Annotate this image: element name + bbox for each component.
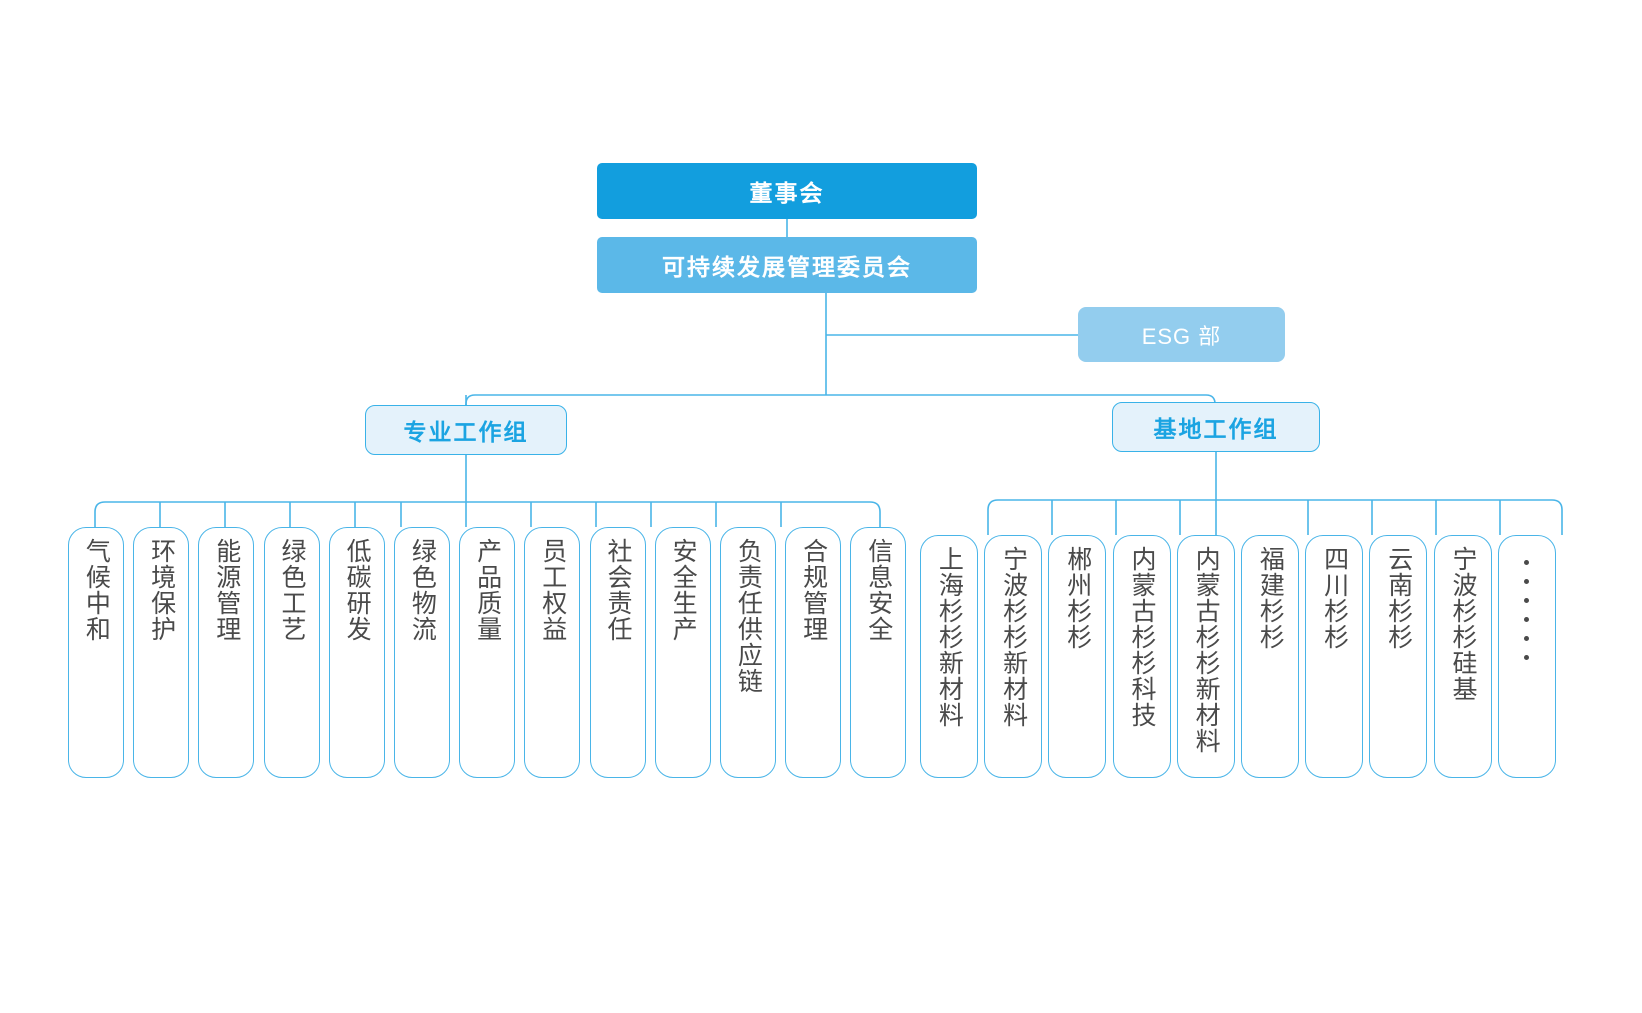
leaf-node-label: 郴州杉杉 (1063, 546, 1092, 650)
leaf-node-professional-1[interactable]: 环境保护 (133, 527, 190, 778)
esg-department-label: ESG 部 (1141, 323, 1222, 349)
leaf-node-professional-3[interactable]: 绿色工艺 (263, 527, 320, 778)
sustainability-committee-label: 可持续发展管理委员会 (662, 254, 912, 280)
leaf-node-base-7[interactable]: 云南杉杉 (1369, 535, 1428, 778)
esg-department-box[interactable]: ESG 部 (1078, 307, 1285, 362)
group-head-professional-label: 专业工作组 (403, 419, 529, 445)
leaf-node-base-0[interactable]: 上海杉杉新材料 (920, 535, 978, 778)
leaf-node-label: 低碳研发 (343, 538, 372, 642)
leaf-node-label: 福建杉杉 (1256, 546, 1285, 650)
leaf-node-label: 宁波杉杉新材料 (999, 546, 1028, 728)
leaf-node-label: 气候中和 (82, 538, 111, 642)
leaf-node-base-3[interactable]: 内蒙古杉杉科技 (1112, 535, 1171, 778)
leaf-node-label: 四川杉杉 (1320, 546, 1349, 650)
leaf-node-professional-10[interactable]: 负责任供应链 (720, 527, 776, 778)
leaf-node-professional-11[interactable]: 合规管理 (785, 527, 842, 778)
leaf-node-professional-6[interactable]: 产品质量 (459, 527, 516, 778)
vertical-ellipsis-icon (1523, 560, 1530, 660)
leaf-node-professional-12[interactable]: 信息安全 (850, 527, 907, 778)
sustainability-committee-box[interactable]: 可持续发展管理委员会 (597, 237, 977, 293)
leaf-node-base-9[interactable] (1497, 535, 1556, 778)
leaf-node-label: 绿色工艺 (277, 538, 306, 642)
leaf-node-base-4[interactable]: 内蒙古杉杉新材料 (1176, 535, 1235, 778)
leaf-node-base-8[interactable]: 宁波杉杉硅基 (1433, 535, 1492, 778)
leaf-node-professional-2[interactable]: 能源管理 (198, 527, 255, 778)
leaf-node-professional-7[interactable]: 员工权益 (524, 527, 581, 778)
leaf-node-professional-0[interactable]: 气候中和 (68, 527, 124, 778)
leaf-node-label: 环境保护 (147, 538, 176, 642)
leaf-node-label: 员工权益 (538, 538, 567, 642)
leaf-node-label: 社会责任 (603, 538, 632, 642)
leaf-node-label: 合规管理 (799, 538, 828, 642)
leaf-node-label: 能源管理 (212, 538, 241, 642)
leaf-node-base-1[interactable]: 宁波杉杉新材料 (984, 535, 1043, 778)
leaf-node-professional-5[interactable]: 绿色物流 (394, 527, 450, 778)
leaf-node-label: 内蒙古杉杉新材料 (1192, 546, 1221, 754)
leaf-node-label: 宁波杉杉硅基 (1448, 546, 1477, 702)
leaf-node-label: 信息安全 (864, 538, 893, 642)
leaf-node-professional-8[interactable]: 社会责任 (589, 527, 646, 778)
leaf-node-base-2[interactable]: 郴州杉杉 (1048, 535, 1107, 778)
leaf-node-label: 上海杉杉新材料 (935, 546, 964, 728)
leaf-node-professional-4[interactable]: 低碳研发 (328, 527, 385, 778)
group-head-professional[interactable]: 专业工作组 (365, 405, 567, 455)
board-of-directors-label: 董事会 (749, 180, 825, 206)
leaf-node-base-6[interactable]: 四川杉杉 (1305, 535, 1364, 778)
leaf-node-label: 内蒙古杉杉科技 (1127, 546, 1156, 728)
leaf-node-base-5[interactable]: 福建杉杉 (1241, 535, 1299, 778)
group-head-base-label: 基地工作组 (1153, 416, 1279, 442)
leaf-node-label: 云南杉杉 (1384, 546, 1413, 650)
leaf-node-professional-9[interactable]: 安全生产 (654, 527, 711, 778)
leaf-node-label: 安全生产 (669, 538, 698, 642)
leaf-node-label: 产品质量 (473, 538, 502, 642)
group-head-base[interactable]: 基地工作组 (1112, 402, 1320, 452)
leaf-node-label: 负责任供应链 (734, 538, 763, 694)
board-of-directors-box[interactable]: 董事会 (597, 163, 977, 219)
leaf-node-label: 绿色物流 (408, 538, 437, 642)
